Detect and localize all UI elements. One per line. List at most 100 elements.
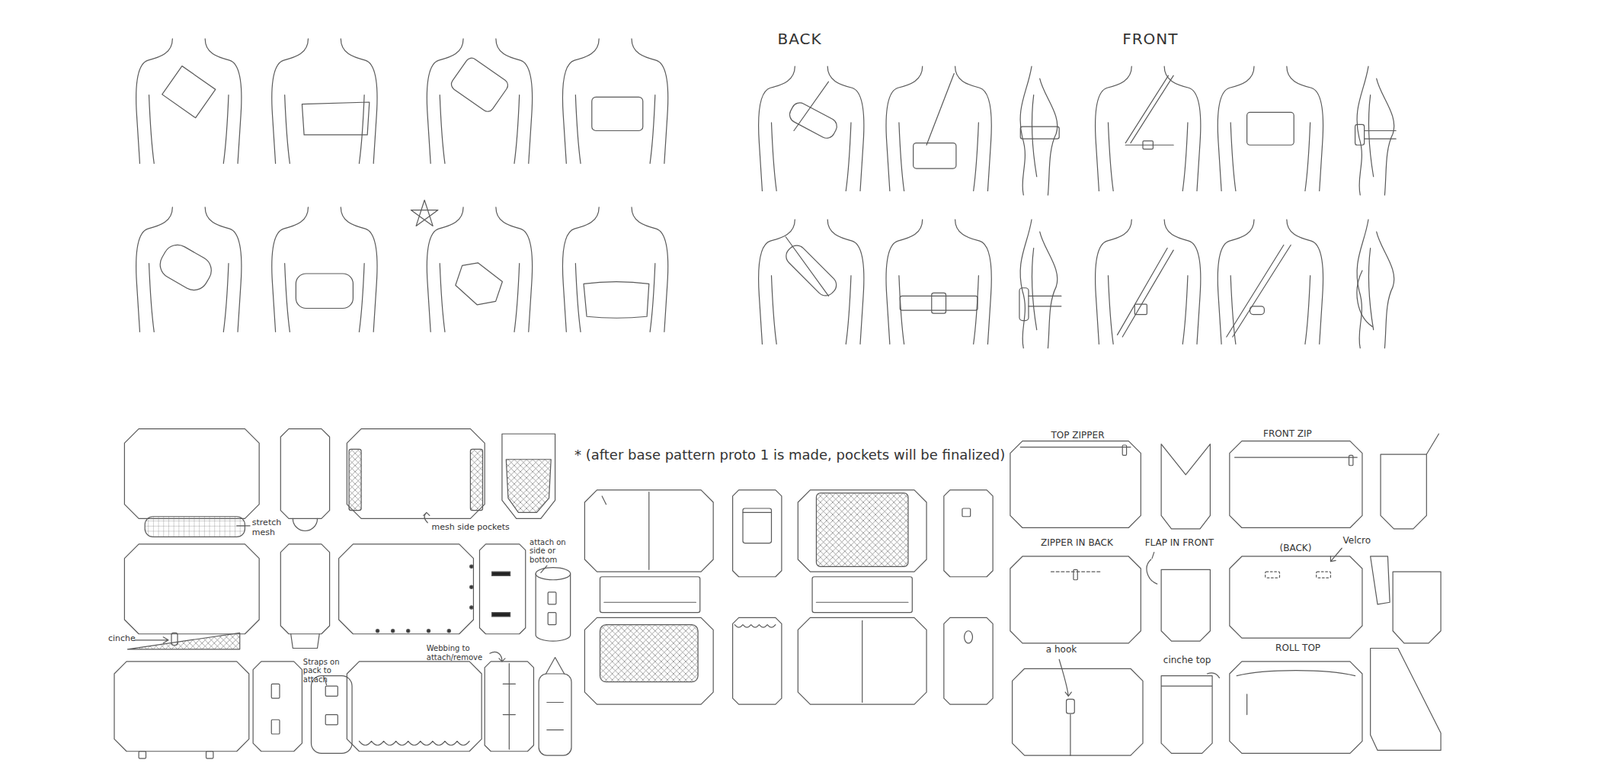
bottle-piece (310, 675, 352, 754)
sketch-lines (114, 38, 1441, 759)
annotation-label: * (after base pattern proto 1 is made, p… (574, 447, 1005, 464)
strap (793, 81, 829, 131)
annotation-label: (BACK) (1280, 543, 1312, 554)
torso-outline (340, 207, 378, 332)
tag (547, 592, 557, 605)
zipper (742, 512, 772, 513)
webbing-bar (492, 612, 511, 617)
mesh-pocket (505, 459, 551, 513)
pattern-piece (1370, 648, 1441, 751)
scallop (358, 740, 470, 745)
torso-side (1040, 231, 1058, 349)
leader-arrow (423, 512, 430, 522)
zipper-pocket (742, 508, 772, 544)
pattern-piece (732, 617, 782, 704)
pattern-piece (584, 489, 714, 572)
torso-outline (272, 38, 309, 164)
pattern-piece (732, 489, 782, 577)
torso-side (1376, 78, 1395, 196)
bag-shape (470, 448, 483, 510)
torso-side (1376, 231, 1395, 349)
roll-top (1236, 670, 1355, 715)
zipper (1050, 570, 1102, 572)
strap (1069, 714, 1071, 756)
torso-outline (563, 207, 600, 332)
pattern-piece (124, 428, 260, 519)
tag (547, 612, 557, 625)
torso-outline (758, 219, 796, 344)
annotation-label: attach on side or bottom (529, 537, 574, 565)
pattern-piece (1010, 441, 1141, 528)
loop-dot (426, 629, 430, 633)
torso-outline (426, 38, 464, 164)
torso-side (1356, 219, 1369, 349)
strap (1028, 295, 1062, 306)
pattern-piece (280, 544, 330, 634)
annotation-label: ZIPPER IN BACK (1040, 537, 1114, 549)
annotation-label: FRONT (1122, 30, 1178, 48)
annotation-label: TOP ZIPPER (1051, 430, 1105, 442)
pattern-piece (1161, 675, 1213, 754)
annotation-label: ROLL TOP (1275, 643, 1321, 654)
pattern-piece (280, 428, 330, 519)
buckle (1134, 304, 1147, 314)
pattern-piece (502, 433, 556, 519)
strap (1125, 144, 1174, 146)
torso-outline (827, 219, 864, 344)
torso-outline (631, 38, 669, 164)
seam (601, 492, 650, 570)
torso-side (1020, 219, 1032, 349)
seam (604, 601, 697, 603)
torso-outline (496, 38, 533, 164)
loop-dot (470, 564, 474, 568)
zipper-pull (1073, 569, 1078, 580)
torso-outline (136, 38, 173, 164)
bag-shape (448, 55, 510, 114)
torso-outline (1164, 219, 1201, 344)
strap-tab (271, 719, 280, 734)
pattern-piece (346, 428, 485, 519)
leader-arrow (134, 636, 169, 644)
annotation-label: stretch mesh (252, 518, 285, 538)
leader-arrow (1059, 659, 1072, 696)
bag-shape (787, 99, 840, 141)
belt (899, 295, 978, 311)
bag-shape (1355, 124, 1365, 145)
bag-shape (1019, 288, 1029, 321)
loop (546, 657, 565, 730)
torso-outline (1217, 219, 1255, 344)
annotation-label: FLAP IN FRONT (1145, 537, 1214, 549)
torso-outline (204, 38, 242, 164)
torso-outline (1164, 66, 1201, 191)
pattern-piece (1380, 433, 1439, 529)
leader-arrow (489, 651, 506, 661)
pattern-piece (114, 661, 250, 752)
torso-side (1020, 66, 1032, 196)
pattern-piece (944, 489, 993, 577)
pattern-piece (1229, 441, 1363, 528)
torso-outline (827, 66, 864, 191)
pattern-piece (479, 544, 525, 634)
torso-outline (886, 219, 923, 344)
torso-outline (886, 66, 923, 191)
bag-shape (348, 448, 362, 510)
arm-line (1368, 95, 1373, 177)
torso-outline (136, 207, 173, 332)
torso-outline (204, 207, 242, 332)
bag-shape (600, 576, 701, 613)
torso-side (1040, 78, 1058, 196)
annotation-label: Webbing to attach/remove (426, 643, 503, 662)
pattern-piece (1229, 556, 1363, 638)
zipper-pull (1122, 444, 1127, 455)
arm-line (1031, 248, 1037, 330)
bottle-piece (538, 673, 572, 756)
annotation-label: FRONT ZIP (1263, 428, 1312, 440)
buckle (1142, 140, 1153, 150)
torso-outline (955, 219, 992, 344)
loop (964, 630, 973, 644)
buckle (931, 292, 947, 314)
loop-dot (447, 629, 451, 633)
seam (816, 601, 909, 603)
leader-line (1152, 552, 1155, 559)
tag (325, 714, 338, 725)
